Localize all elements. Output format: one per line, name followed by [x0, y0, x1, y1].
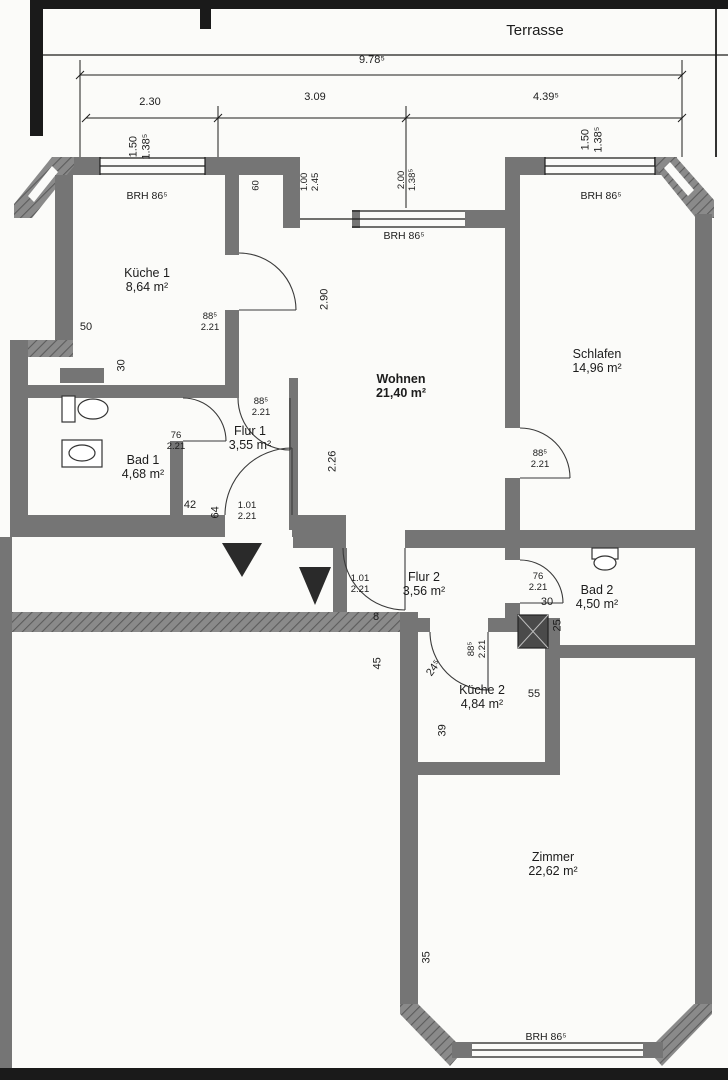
room-label-bad1: Bad 1 4,68 m² — [93, 453, 193, 482]
dim-25: 25 — [551, 619, 564, 632]
dim-45: 45 — [371, 657, 384, 670]
dim-42: 42 — [183, 499, 197, 511]
door-entry1-w: 1.01 — [237, 500, 257, 511]
dim-60: 60 — [250, 180, 262, 191]
schlafen-area: 14,96 m² — [572, 361, 622, 376]
sill-label-top-right: BRH 86⁵ — [580, 190, 622, 202]
dim-terrace-door-h: 2.45 — [310, 172, 321, 192]
door-label-flur1: 88⁵ 2.21 — [241, 396, 281, 419]
room-label-kueche1: Küche 1 8,64 m² — [97, 266, 197, 295]
dim-64: 64 — [209, 506, 222, 519]
dim-55: 55 — [527, 688, 541, 700]
room-label-terrasse: Terrasse — [485, 22, 585, 39]
wohnen-area: 21,40 m² — [375, 386, 427, 401]
wohnen-name: Wohnen — [376, 372, 426, 386]
door-entry2-w: 1.01 — [350, 573, 370, 584]
sill-label-bottom: BRH 86⁵ — [525, 1031, 567, 1043]
dim-35: 35 — [420, 951, 433, 964]
room-label-schlafen: Schlafen 14,96 m² — [547, 347, 647, 376]
door-kueche1-h: 2.21 — [200, 321, 220, 333]
sill-label-top-left: BRH 86⁵ — [126, 190, 168, 202]
dim-wohnen-window-h: 1.38⁵ — [407, 168, 418, 192]
dim-kueche1-width: 2.30 — [139, 96, 161, 108]
dim-window-right-h: 1.38⁵ — [592, 126, 604, 153]
shower-icon — [517, 614, 549, 649]
dim-window-right: 1.50 1.38⁵ — [579, 118, 604, 162]
door-label-bad2: 76 2.21 — [518, 571, 558, 594]
dimension-lines — [75, 60, 687, 208]
bad1-name: Bad 1 — [126, 453, 160, 467]
dim-290: 2.90 — [318, 288, 331, 311]
door-bad2-w: 76 — [532, 571, 544, 582]
kueche2-name: Küche 2 — [459, 683, 505, 697]
dim-window-left: 1.50 1.38⁵ — [127, 125, 152, 169]
dim-window-left-w: 1.50 — [127, 135, 140, 158]
door-bad1-h: 2.21 — [166, 440, 186, 452]
toilet-icon — [61, 395, 109, 423]
walls — [0, 157, 714, 1068]
room-label-kueche2: Küche 2 4,84 m² — [432, 683, 532, 712]
door-label-kueche2: 88⁵ 2.21 — [466, 631, 489, 667]
dim-39: 39 — [436, 724, 449, 737]
dim-overall-width: 9.78⁵ — [359, 54, 385, 66]
door-schlafen-h: 2.21 — [530, 458, 550, 470]
flur2-area: 3,56 m² — [402, 584, 446, 599]
room-label-flur1: Flur 1 3,55 m² — [200, 424, 300, 453]
dim-schlafen-width: 4.39⁵ — [533, 91, 559, 103]
entrance-arrow-2 — [299, 567, 331, 605]
door-label-entry1: 1.01 2.21 — [227, 500, 267, 523]
door-label-kueche1: 88⁵ 2.21 — [190, 311, 230, 334]
kueche2-area: 4,84 m² — [460, 697, 504, 712]
bad2-name: Bad 2 — [580, 583, 614, 597]
flur1-name: Flur 1 — [234, 424, 266, 438]
dim-50: 50 — [79, 321, 93, 333]
washbasin-icon — [591, 547, 619, 571]
zimmer-area: 22,62 m² — [528, 864, 578, 879]
dim-30-left: 30 — [115, 359, 128, 372]
door-entry2-h: 2.21 — [350, 583, 370, 595]
terrasse-name: Terrasse — [506, 22, 564, 39]
sink-icon — [61, 439, 103, 468]
door-bad1-w: 76 — [170, 430, 182, 441]
dim-window-left-h: 1.38⁵ — [140, 133, 152, 160]
bad2-area: 4,50 m² — [575, 597, 619, 612]
door-schlafen-w: 88⁵ — [532, 448, 548, 459]
door-kueche1-w: 88⁵ — [202, 311, 218, 322]
door-label-schlafen: 88⁵ 2.21 — [520, 448, 560, 471]
door-bad2-h: 2.21 — [528, 581, 548, 593]
entrance-arrow-1 — [222, 543, 262, 577]
door-flur1-h: 2.21 — [251, 406, 271, 418]
dim-window-right-w: 1.50 — [579, 128, 592, 151]
zimmer-name: Zimmer — [531, 850, 575, 864]
sill-label-wohnen: BRH 86⁵ — [383, 230, 425, 242]
kueche1-area: 8,64 m² — [125, 280, 169, 295]
dim-terrace-door: 1.00 2.45 — [299, 160, 322, 204]
room-label-bad2: Bad 2 4,50 m² — [547, 583, 647, 612]
room-label-wohnen: Wohnen 21,40 m² — [351, 372, 451, 401]
dim-30-bad2: 30 — [540, 596, 554, 608]
door-kueche2-h: 2.21 — [477, 639, 488, 659]
door-label-entry2: 1.01 2.21 — [340, 573, 380, 596]
flur2-name: Flur 2 — [408, 570, 440, 584]
door-arcs — [182, 252, 571, 691]
door-flur1-w: 88⁵ — [253, 396, 269, 407]
dim-8: 8 — [372, 611, 380, 623]
schlafen-name: Schlafen — [572, 347, 622, 361]
room-label-flur2: Flur 2 3,56 m² — [374, 570, 474, 599]
dim-226: 2.26 — [326, 450, 339, 473]
windows — [99, 157, 656, 1058]
kueche1-name: Küche 1 — [124, 266, 170, 280]
door-entry1-h: 2.21 — [237, 510, 257, 522]
bad1-area: 4,68 m² — [121, 467, 165, 482]
dim-wohnen-window: 2.00 1.38⁵ — [396, 158, 419, 202]
door-label-bad1: 76 2.21 — [156, 430, 196, 453]
flur1-area: 3,55 m² — [228, 438, 272, 453]
dim-wohnen-width: 3.09 — [304, 91, 326, 103]
room-label-zimmer: Zimmer 22,62 m² — [503, 850, 603, 879]
